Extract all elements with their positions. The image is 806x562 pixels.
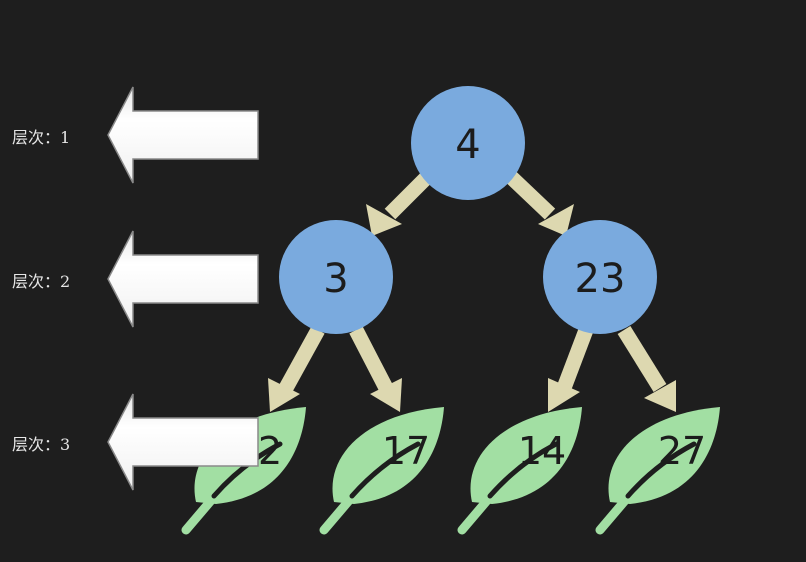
edge-root-right xyxy=(504,170,574,236)
level-label-3: 层次：3 xyxy=(12,435,71,454)
level-2-arrow-icon xyxy=(107,230,259,328)
leaf-2-value: 17 xyxy=(382,429,430,473)
node-root: 4 xyxy=(411,86,525,200)
node-level2-right-value: 23 xyxy=(575,256,626,302)
level-1-arrow-icon xyxy=(107,86,259,184)
leaf-4-value: 27 xyxy=(658,429,706,473)
leaf-2: 17 xyxy=(324,407,444,530)
node-level2-left-value: 3 xyxy=(323,256,348,302)
node-root-value: 4 xyxy=(455,122,480,168)
node-level2-left: 3 xyxy=(279,220,393,334)
node-level2-right: 23 xyxy=(543,220,657,334)
edge-23-right xyxy=(617,326,676,412)
level-label-2: 层次：2 xyxy=(12,272,71,291)
level-3-arrow-icon xyxy=(107,393,259,491)
edge-root-left xyxy=(366,166,438,236)
edge-23-left xyxy=(548,327,594,412)
leaf-4: 27 xyxy=(600,407,720,530)
leaf-3: 14 xyxy=(462,407,582,530)
leaf-3-value: 14 xyxy=(518,429,566,473)
edge-3-right xyxy=(349,326,402,412)
edge-3-left xyxy=(268,326,325,412)
level-label-1: 层次：1 xyxy=(12,128,71,147)
